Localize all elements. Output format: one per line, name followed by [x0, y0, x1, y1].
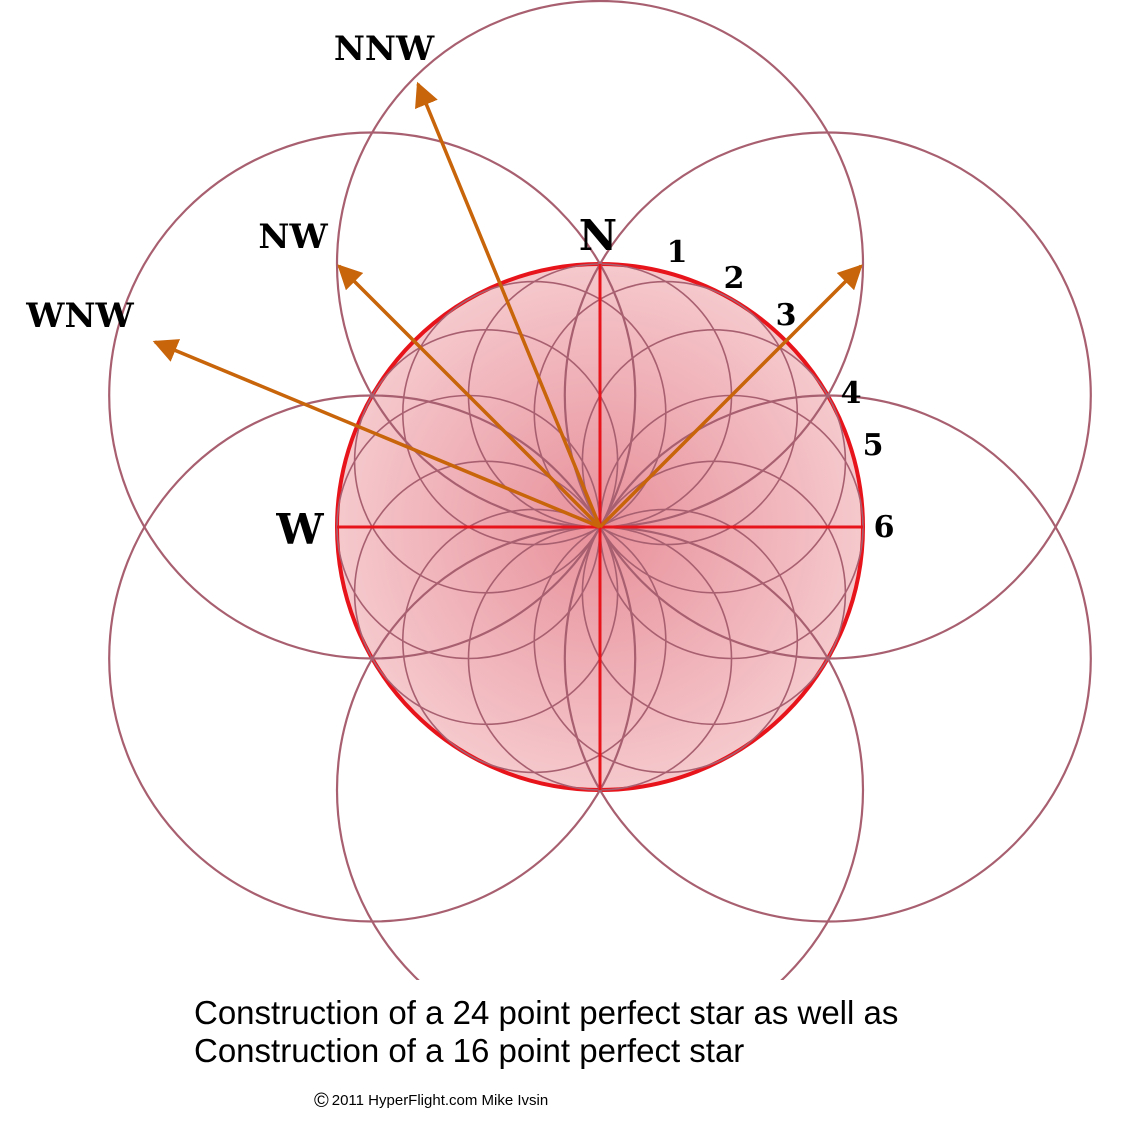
arrows — [152, 81, 863, 529]
copyright-symbol: © — [314, 1090, 329, 1112]
point-label-3: 3 — [776, 298, 797, 333]
point-label-4: 4 — [841, 376, 862, 411]
label-west-northwest: WNW — [25, 296, 134, 336]
caption: Construction of a 24 point perfect star … — [194, 994, 898, 1070]
point-label-5: 5 — [863, 428, 884, 463]
arrow-ne — [598, 264, 863, 529]
arrow-wnw — [152, 339, 601, 529]
point-label-6: 6 — [874, 510, 895, 545]
point-label-2: 2 — [724, 261, 745, 296]
caption-line-1: Construction of a 24 point perfect star … — [194, 994, 899, 1031]
label-north-northwest: NNW — [334, 29, 435, 69]
point-label-1: 1 — [667, 235, 688, 270]
credit-text: 2011 HyperFlight.com Mike Ivsin — [331, 1092, 549, 1109]
label-west: W — [275, 505, 324, 554]
label-northwest: NW — [258, 217, 328, 257]
star-construction-diagram: N W NW NNW WNW 1 2 3 4 5 6 — [25, 0, 1092, 980]
caption-line-2: Construction of a 16 point perfect star — [194, 1032, 745, 1069]
petal-circle — [353, 328, 619, 594]
label-north: N — [579, 211, 617, 260]
arrow-nnw — [415, 81, 602, 528]
copyright-credit: ©2011 HyperFlight.com Mike Ivsin — [314, 1090, 548, 1113]
arrow-nw — [337, 264, 602, 529]
petal-circle — [401, 280, 667, 546]
